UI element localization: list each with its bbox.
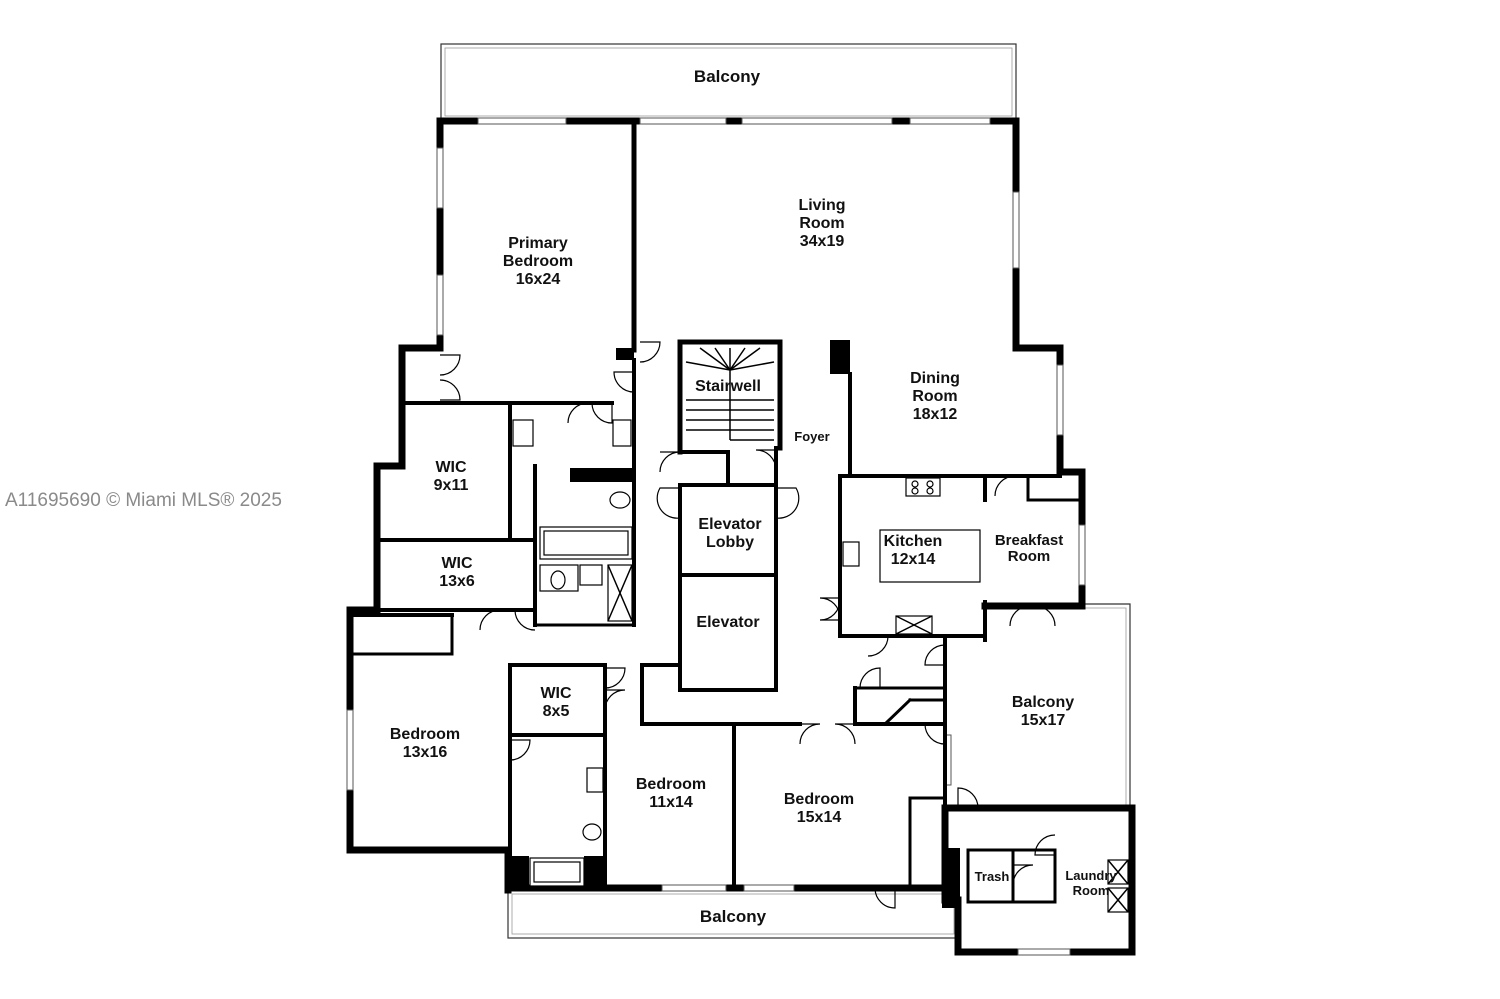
room-labels: Balcony Living Room 34x19 Primary Bedroo…: [390, 67, 1118, 926]
breakfast-room-label-line1: Breakfast: [995, 532, 1063, 549]
elevator-lobby-label-line2: Lobby: [706, 534, 754, 551]
wic-9x11-dimensions: 9x11: [434, 477, 469, 494]
bedroom-15x14-dimensions: 15x14: [797, 809, 842, 826]
wic-13x6-label: WIC: [441, 555, 473, 572]
primary-bedroom-label-line2: Bedroom: [503, 253, 573, 270]
living-room-dimensions: 34x19: [800, 233, 845, 250]
bedroom-13x16-label: Bedroom: [390, 726, 460, 743]
balcony-15x17-label: Balcony: [1012, 694, 1074, 711]
wic-8x5-label: WIC: [540, 685, 572, 702]
stairwell-label: Stairwell: [695, 378, 761, 395]
wic-9x11-label: WIC: [435, 459, 467, 476]
laundry-room-label-line1: Laundry: [1065, 868, 1117, 883]
bedroom-11x14-label: Bedroom: [636, 776, 706, 793]
breakfast-room-label-line2: Room: [1008, 548, 1051, 565]
bedroom-11x14-dimensions: 11x14: [649, 794, 693, 811]
fixtures: [512, 419, 1129, 913]
elevator-lobby-label-line1: Elevator: [698, 516, 761, 533]
wic-8x5-dimensions: 8x5: [543, 703, 570, 720]
balcony-15x17-dimensions: 15x17: [1021, 712, 1066, 729]
dining-room-label-line2: Room: [912, 388, 957, 405]
dining-room-label-line1: Dining: [910, 370, 960, 387]
watermark: A11695690 © Miami MLS® 2025: [5, 490, 282, 511]
bedroom-15x14-label: Bedroom: [784, 791, 854, 808]
bedroom-13x16-dimensions: 13x16: [403, 744, 448, 761]
elevator-label: Elevator: [696, 614, 759, 631]
doors: [439, 341, 1056, 909]
stairs: [685, 347, 775, 441]
balcony-right-railing: [1082, 603, 1131, 808]
dining-room-dimensions: 18x12: [913, 406, 958, 423]
foyer-label: Foyer: [794, 429, 829, 444]
trash-room-label: Trash: [975, 869, 1010, 884]
balcony-top-label: Balcony: [694, 67, 761, 86]
kitchen-dimensions: 12x14: [891, 551, 936, 568]
kitchen-label: Kitchen: [884, 533, 943, 550]
balcony-bottom-label: Balcony: [700, 907, 767, 926]
wic-13x6-dimensions: 13x6: [439, 573, 475, 590]
living-room-label-line1: Living: [798, 197, 845, 214]
interior-walls: [348, 118, 1084, 908]
living-room-label-line2: Room: [799, 215, 844, 232]
primary-bedroom-dimensions: 16x24: [516, 271, 561, 288]
laundry-room-label-line2: Room: [1073, 883, 1110, 898]
windows: [346, 117, 1086, 956]
primary-bedroom-label-line1: Primary: [508, 235, 568, 252]
